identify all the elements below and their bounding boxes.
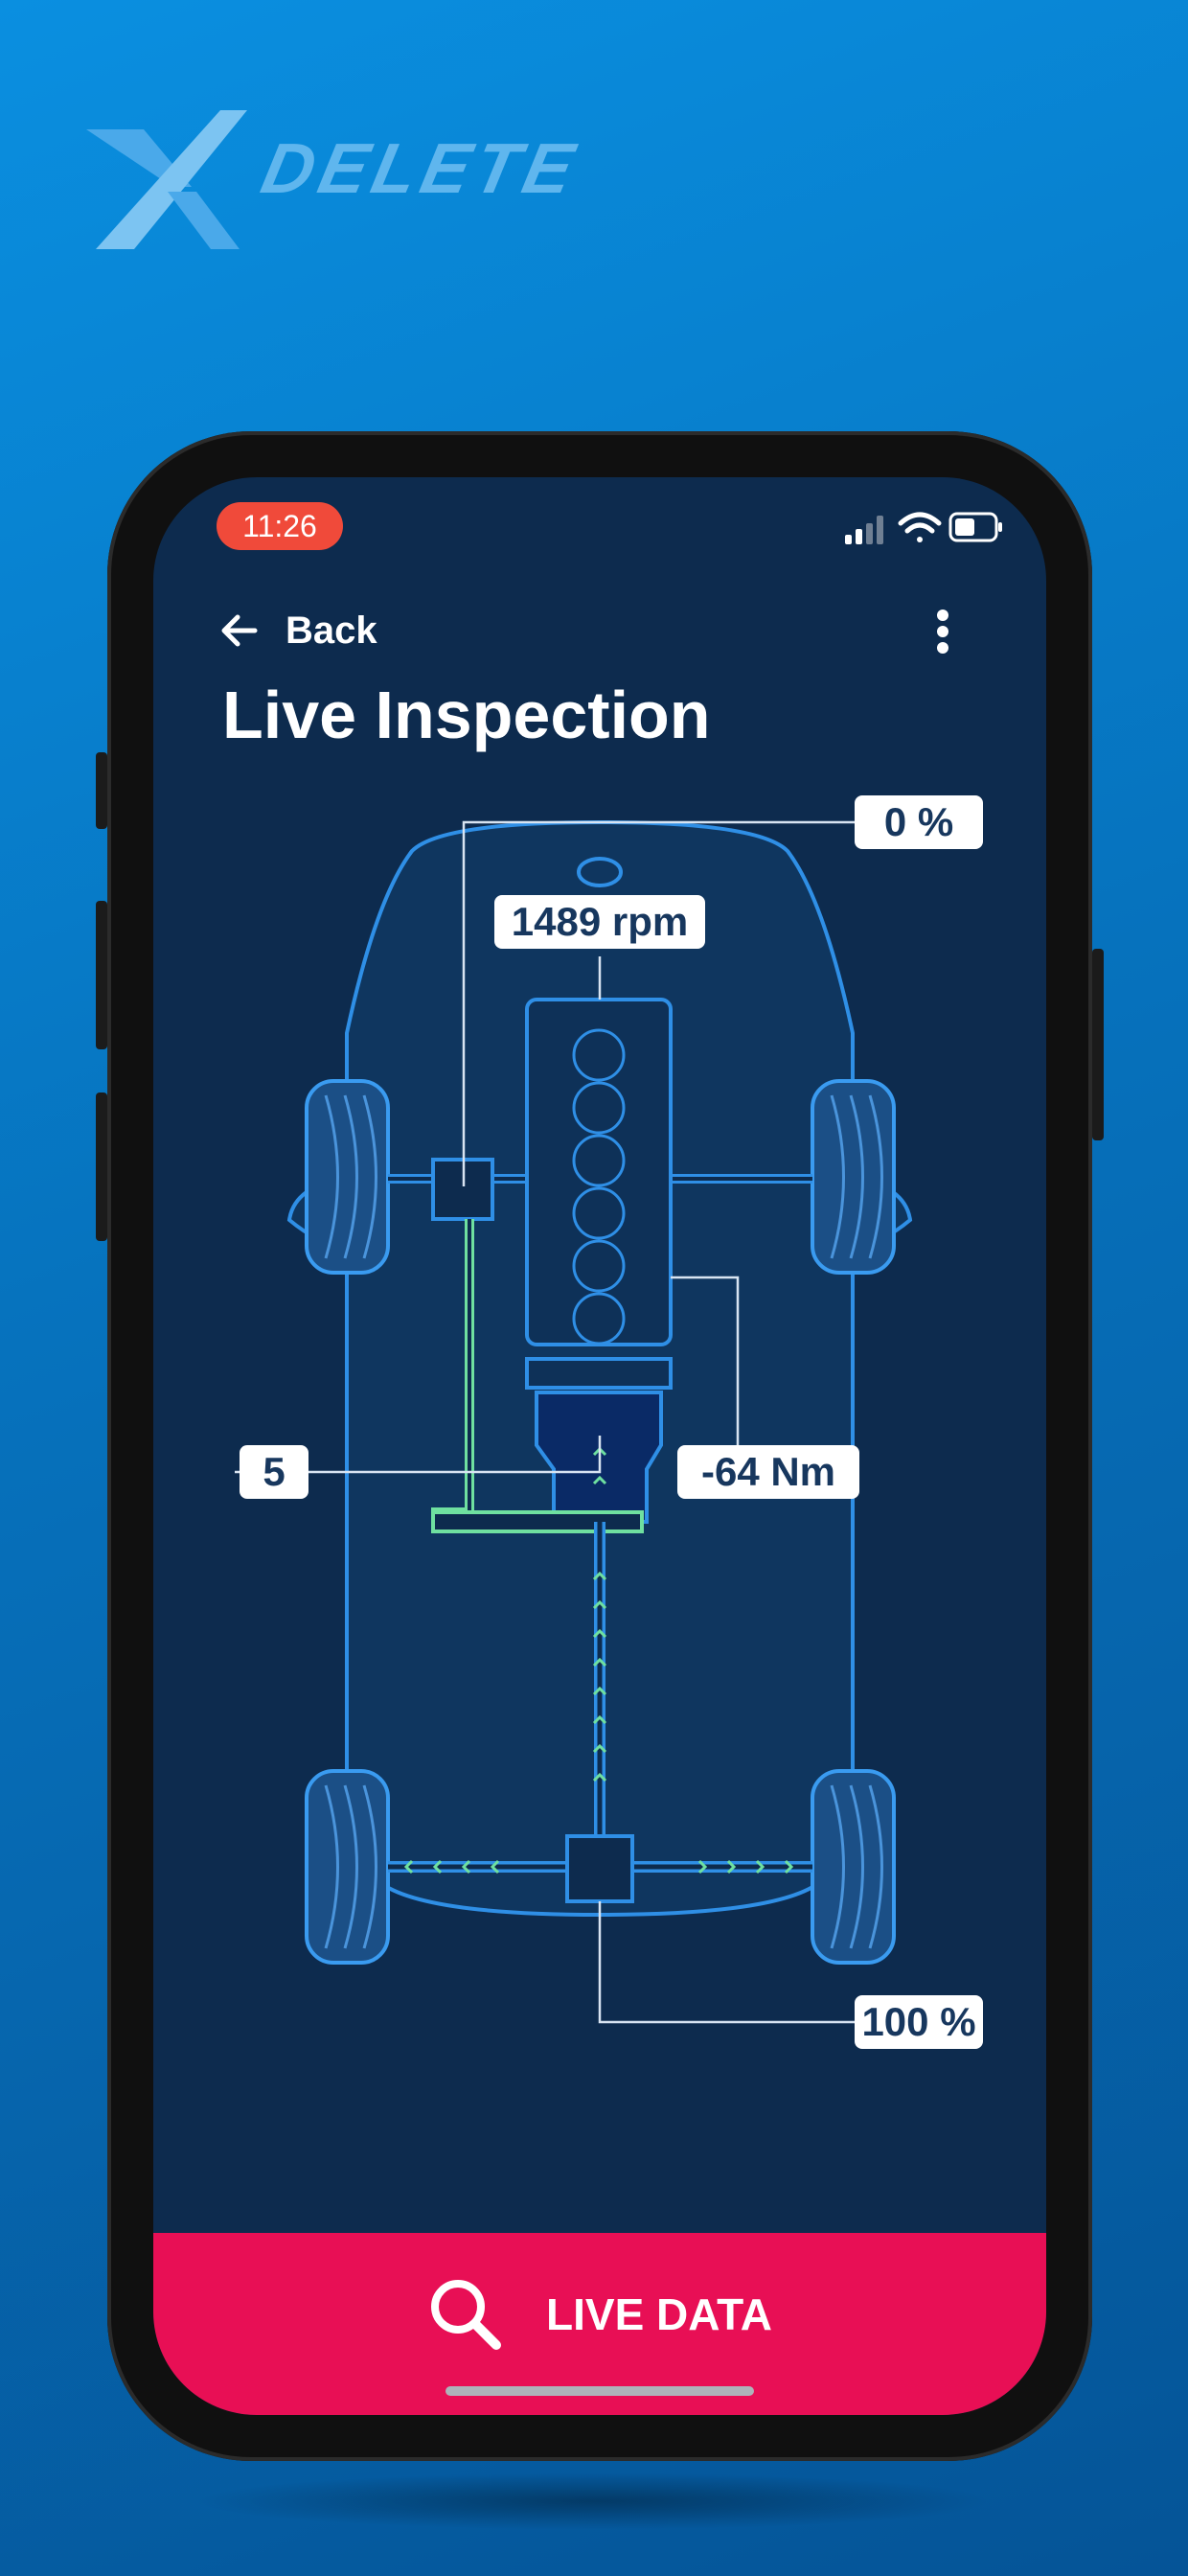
volume-up-button (96, 901, 107, 1049)
drivetrain-diagram: 0 % 1489 rpm 5 -64 Nm 100 % (153, 765, 1046, 2202)
rear-axle-flow (403, 1859, 794, 1874)
phone-shadow (192, 2472, 996, 2530)
status-time: 11:26 (217, 502, 343, 550)
page-title: Live Inspection (222, 678, 711, 752)
rear-axle-percent-label: 100 % (855, 1995, 983, 2049)
x-logo-icon (86, 110, 247, 249)
status-icons (845, 512, 1002, 544)
front-axle-percent-label: 0 % (855, 795, 983, 849)
rear-differential (565, 1834, 634, 1903)
power-button (1092, 949, 1104, 1140)
app-screen: 11:26 Back (153, 477, 1046, 2415)
live-data-label: LIVE DATA (546, 2289, 772, 2339)
home-indicator[interactable] (446, 2386, 754, 2396)
phone-frame: 11:26 Back (96, 431, 1104, 2461)
brand-logo: DELETE (77, 110, 586, 254)
gear-label: 5 (240, 1445, 308, 1499)
brand-name: DELETE (255, 128, 586, 208)
torque-label: -64 Nm (677, 1445, 859, 1499)
mute-switch (96, 752, 107, 829)
back-button[interactable]: Back (217, 602, 377, 659)
volume-down-button (96, 1092, 107, 1241)
engine-rpm-label: 1489 rpm (494, 895, 705, 949)
gear-selector-rail (431, 1510, 644, 1533)
back-arrow-icon (221, 614, 258, 647)
wifi-icon (898, 512, 942, 542)
back-label: Back (286, 609, 377, 652)
live-data-button[interactable]: LIVE DATA (153, 2233, 1046, 2415)
more-options-icon[interactable] (935, 608, 950, 656)
search-icon (431, 2280, 502, 2350)
battery-icon (948, 512, 1002, 542)
car-outline (235, 819, 913, 2024)
signal-icon (845, 516, 883, 544)
